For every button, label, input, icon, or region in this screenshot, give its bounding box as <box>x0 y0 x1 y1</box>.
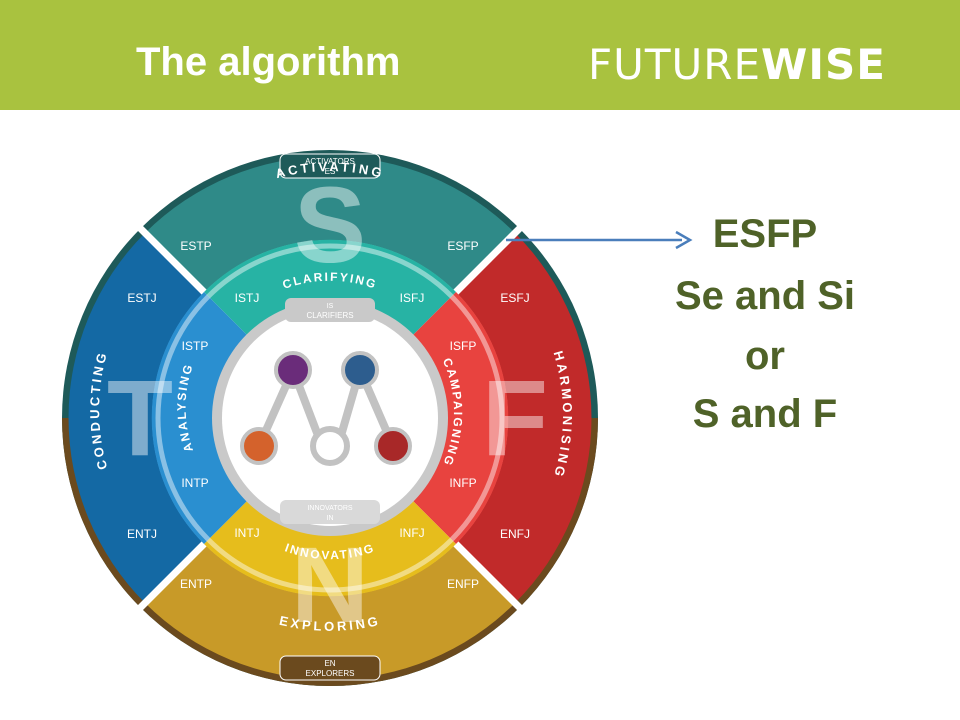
explorers-badge <box>279 655 381 681</box>
arc-conducting: CONDUCTING <box>87 349 110 472</box>
brand-suffix: WISE <box>761 40 886 89</box>
activators-label: ACTIVATORS <box>305 157 355 166</box>
type-isfp: ISFP <box>450 339 477 353</box>
type-enfj: ENFJ <box>500 527 530 541</box>
arc-activating: ACTIVATING <box>274 159 386 181</box>
white-dot <box>310 426 350 466</box>
type-entp: ENTP <box>180 577 212 591</box>
type-estj: ESTJ <box>127 291 156 305</box>
annotation-type: ESFP <box>712 212 818 256</box>
type-intp: INTP <box>181 476 208 490</box>
center-disc <box>222 310 438 526</box>
annotation-letters: S and F <box>692 392 838 436</box>
clarifiers-code: IS <box>327 303 334 310</box>
type-istp: ISTP <box>182 339 209 353</box>
type-esfj: ESFJ <box>500 291 529 305</box>
orange-dot <box>240 427 278 465</box>
purple-dot <box>274 351 312 389</box>
page-title: The algorithm <box>136 40 401 84</box>
innovators-label: INNOVATORS <box>307 505 352 512</box>
innovators-code: IN <box>327 515 334 522</box>
pointer-arrow <box>506 230 693 250</box>
innovators-badge <box>280 500 380 524</box>
type-esfp: ESFP <box>447 239 478 253</box>
red-dot <box>374 427 412 465</box>
letter-n: N <box>291 524 369 645</box>
letter-t: T <box>107 357 173 478</box>
type-infj: INFJ <box>399 526 424 540</box>
brand-logo: FUTUREWISE <box>588 40 886 89</box>
glow-ring <box>155 243 505 593</box>
letter-s: S <box>294 164 366 285</box>
activators-code: ES <box>325 167 336 176</box>
explorers-label: EXPLORERS <box>306 669 355 678</box>
activators-badge <box>279 153 381 179</box>
type-istj: ISTJ <box>235 291 260 305</box>
center-logo <box>240 351 412 466</box>
arc-exploring: EXPLORING <box>278 613 382 634</box>
type-isfj: ISFJ <box>400 291 425 305</box>
type-estp: ESTP <box>180 239 211 253</box>
clarifiers-badge <box>285 298 375 322</box>
explorers-code: EN <box>324 659 335 668</box>
blue-dot <box>341 351 379 389</box>
annotation-or: or <box>745 334 785 378</box>
annotation-functions: Se and Si <box>674 274 856 318</box>
clarifiers-label: CLARIFIERS <box>306 311 353 320</box>
letter-f: F <box>482 357 548 478</box>
type-intj: INTJ <box>234 526 259 540</box>
header-bar: The algorithm FUTUREWISE <box>0 0 960 110</box>
type-infp: INFP <box>449 476 476 490</box>
type-entj: ENTJ <box>127 527 157 541</box>
brand-prefix: FUTURE <box>588 40 762 89</box>
type-enfp: ENFP <box>447 577 479 591</box>
